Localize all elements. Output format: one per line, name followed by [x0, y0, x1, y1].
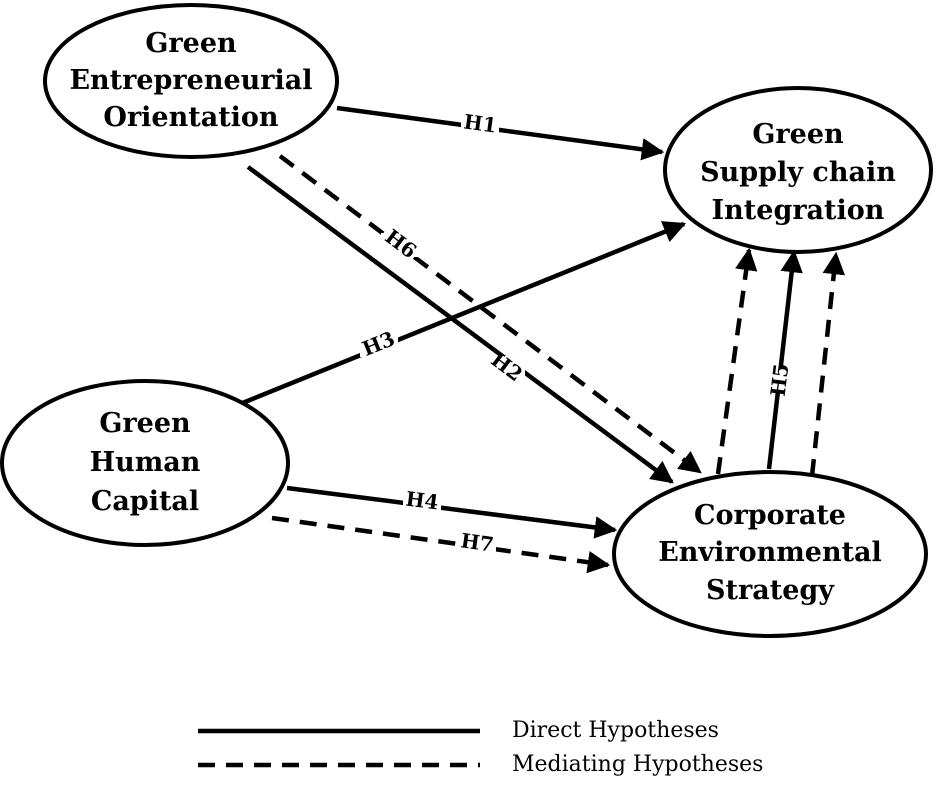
legend-direct-label: Direct Hypotheses — [512, 718, 719, 743]
edge-h5 — [766, 249, 803, 470]
node-ghc-line-3: Capital — [91, 486, 199, 517]
node-ghc-line-1: Green — [99, 408, 191, 439]
edge-ces-gsci-right — [809, 251, 846, 477]
label-h4-text: H4 — [404, 487, 440, 515]
node-gsci-line-2: Supply chain — [700, 157, 896, 188]
edge-h1 — [336, 105, 665, 161]
label-h7: H7 — [458, 528, 496, 557]
legend-mediating-label: Mediating Hypotheses — [512, 752, 763, 777]
node-geo-line-1: Green — [145, 28, 237, 59]
label-h1: H1 — [461, 109, 499, 138]
node-green-human-capital: Green Human Capital — [0, 379, 290, 547]
node-green-supply-chain-integration: Green Supply chain Integration — [663, 86, 933, 254]
label-h2: H2 — [487, 347, 528, 386]
edge-h6 — [278, 154, 702, 474]
node-geo-line-2: Entrepreneurial — [69, 65, 312, 96]
node-gsci-line-3: Integration — [712, 195, 885, 226]
node-green-entrepreneurial-orientation: Green Entrepreneurial Orientation — [43, 3, 339, 159]
edge-h2 — [246, 165, 674, 484]
edges — [239, 105, 846, 574]
label-h5-text: H5 — [766, 362, 794, 397]
label-h1-text: H1 — [462, 109, 498, 137]
node-ces-line-3: Strategy — [706, 575, 835, 606]
edge-ces-gsci-left — [715, 247, 758, 475]
label-h5: H5 — [762, 362, 800, 398]
node-ces-line-2: Environmental — [658, 537, 882, 568]
label-h4: H4 — [403, 487, 441, 515]
node-ghc-line-2: Human — [90, 447, 201, 478]
node-geo-line-3: Orientation — [103, 102, 279, 133]
label-h3: H3 — [359, 326, 398, 361]
label-h2-text: H2 — [487, 347, 528, 386]
node-gsci-line-1: Green — [752, 119, 844, 150]
node-ces-line-1: Corporate — [694, 500, 846, 531]
edge-h7 — [271, 515, 611, 574]
edge-h3 — [239, 221, 687, 407]
legend: Direct Hypotheses Mediating Hypotheses — [198, 718, 763, 777]
label-h7-text: H7 — [459, 528, 495, 556]
node-corporate-environmental-strategy: Corporate Environmental Strategy — [612, 470, 928, 638]
edge-h4 — [286, 485, 618, 539]
